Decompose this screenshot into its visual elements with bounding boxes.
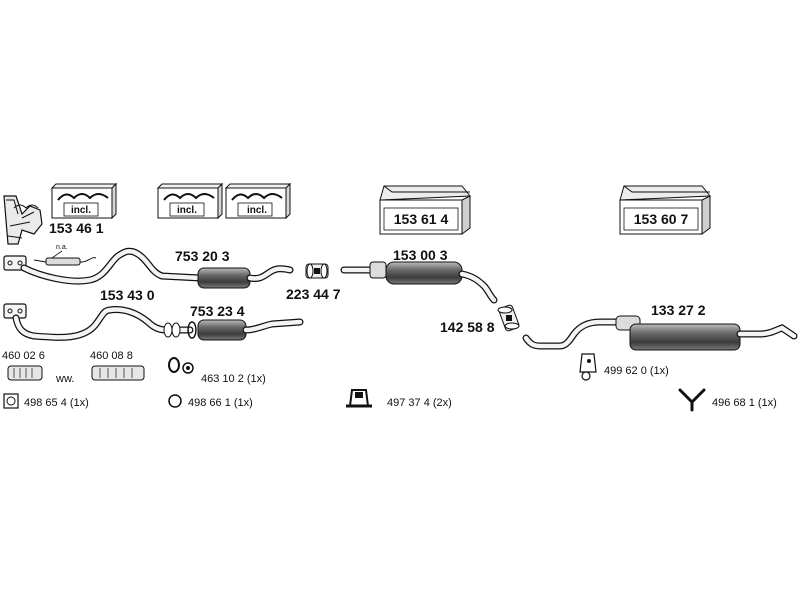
y-holder-number: 496 68 1 (1x) bbox=[712, 397, 777, 409]
clamp-connector bbox=[305, 263, 329, 279]
front-pipe-lower-number: 153 43 0 bbox=[100, 287, 155, 303]
kit-box-5: 153 60 7 bbox=[619, 185, 712, 235]
manifold-kit-number: 153 46 1 bbox=[49, 220, 104, 236]
kit-box-1: incl. bbox=[50, 182, 118, 220]
kit-box-4: 153 61 4 bbox=[379, 185, 472, 235]
not-available-note: n.a. bbox=[56, 244, 68, 251]
square-gasket-number: 498 65 4 (1x) bbox=[24, 397, 89, 409]
flex-connector-short bbox=[7, 365, 43, 381]
kit-box-2-label: incl. bbox=[177, 205, 197, 216]
bracket-clamp-icon bbox=[346, 389, 372, 408]
square-gasket-icon bbox=[3, 393, 19, 409]
rear-silencer bbox=[522, 315, 798, 351]
front-pipe-upper-number: 753 20 3 bbox=[175, 248, 230, 264]
kit-box-3-label: incl. bbox=[247, 205, 267, 216]
bracket-clamp-number: 497 37 4 (2x) bbox=[387, 397, 452, 409]
middle-silencer bbox=[340, 261, 498, 304]
kit-box-1-label: incl. bbox=[71, 205, 91, 216]
gasket-a-number: 460 02 6 bbox=[2, 350, 45, 362]
middle-silencer-number: 153 00 3 bbox=[393, 247, 448, 263]
gasket-b-number: 460 08 8 bbox=[90, 350, 133, 362]
kit-box-4-number: 153 61 4 bbox=[394, 211, 449, 227]
kit-box-3: incl. bbox=[224, 182, 292, 220]
connector-clamp bbox=[497, 304, 520, 332]
rubber-mount-icon bbox=[168, 357, 194, 374]
hanger-number: 499 62 0 (1x) bbox=[604, 365, 669, 377]
round-gasket-number: 498 66 1 (1x) bbox=[188, 397, 253, 409]
kit-box-2: incl. bbox=[156, 182, 224, 220]
connector-clamp-number: 142 58 8 bbox=[440, 319, 495, 335]
kit-box-5-number: 153 60 7 bbox=[634, 211, 689, 227]
front-pipe-lower bbox=[3, 303, 304, 341]
ww-note: ww. bbox=[55, 373, 74, 385]
rear-silencer-number: 133 27 2 bbox=[651, 302, 706, 318]
flex-connector-long bbox=[91, 365, 145, 381]
round-gasket-icon bbox=[168, 394, 182, 408]
catalyst-lower-number: 753 23 4 bbox=[190, 303, 245, 319]
rubber-mount-number: 463 10 2 (1x) bbox=[201, 373, 266, 385]
exhaust-manifold bbox=[3, 195, 43, 245]
clamp-connector-number: 223 44 7 bbox=[286, 286, 341, 302]
hanger-icon bbox=[579, 353, 597, 381]
y-holder-icon bbox=[678, 388, 706, 412]
front-pipe-upper bbox=[3, 247, 294, 289]
